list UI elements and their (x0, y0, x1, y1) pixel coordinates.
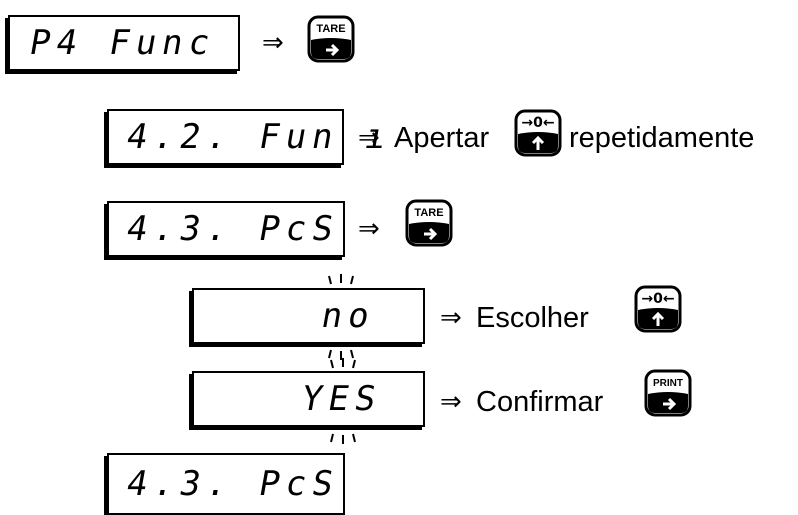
display-yes: YES (192, 371, 425, 427)
display-text: 4.2. Fun ı (123, 117, 396, 157)
zero-key-label: →0← (641, 291, 674, 307)
arrow-icon: ⇒ (440, 387, 462, 417)
blink-marks-icon (330, 358, 356, 444)
display-no: no (192, 288, 425, 344)
arrow-icon: ⇒ (358, 214, 380, 244)
instruction-label: Confirmar (476, 386, 604, 418)
instruction-label: Escolher (476, 302, 589, 334)
tare-key-label: TARE (414, 207, 443, 219)
display-4-2-func: 4.2. Fun ı (107, 109, 395, 165)
blink-marks-icon (328, 274, 354, 360)
display-text: 4.3. PcS (123, 464, 343, 504)
print-key-icon: PRINT (644, 369, 692, 417)
zero-key-icon: →0← (514, 109, 562, 157)
display-p4-func: P4 Func (8, 15, 240, 71)
arrow-icon: ⇒ (358, 123, 380, 153)
arrow-icon: ⇒ (440, 303, 462, 333)
instruction-label: Apertar (394, 122, 490, 154)
display-text: 4.3. PcS (123, 209, 343, 249)
display-4-3-pcs: 4.3. PcS (107, 201, 345, 257)
instruction-label-after: repetidamente (569, 122, 755, 154)
display-4-3-pcs-result: 4.3. PcS (107, 453, 345, 515)
print-key-label: PRINT (653, 378, 683, 389)
tare-key-label: TARE (316, 23, 345, 35)
tare-key-icon: TARE (307, 15, 355, 63)
zero-key-label: →0← (521, 115, 554, 131)
tare-key-icon: TARE (405, 199, 453, 247)
arrow-icon: ⇒ (262, 28, 284, 58)
display-text: P4 Func (26, 23, 219, 63)
zero-key-icon: →0← (634, 285, 682, 333)
